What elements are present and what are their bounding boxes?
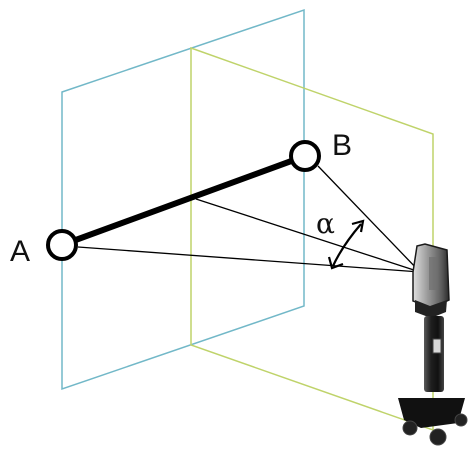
angle-arrow-head-bottom bbox=[327, 256, 344, 270]
point-a-marker bbox=[46, 229, 78, 261]
measurement-plane-2 bbox=[190, 46, 434, 432]
sight-line-mid bbox=[195, 198, 421, 273]
point-b-marker bbox=[289, 140, 321, 172]
sight-line-a bbox=[77, 246, 421, 273]
point-b-label: B bbox=[332, 129, 352, 162]
angle-arrow-head-top bbox=[351, 219, 365, 233]
angle-label: α bbox=[316, 207, 335, 240]
angle-arc bbox=[332, 223, 362, 267]
segment-ab bbox=[59, 153, 308, 248]
laser-tracker-icon bbox=[398, 243, 468, 446]
sight-line-b bbox=[317, 165, 421, 273]
point-a-label: A bbox=[10, 235, 30, 268]
measurement-plane-1 bbox=[61, 8, 305, 391]
